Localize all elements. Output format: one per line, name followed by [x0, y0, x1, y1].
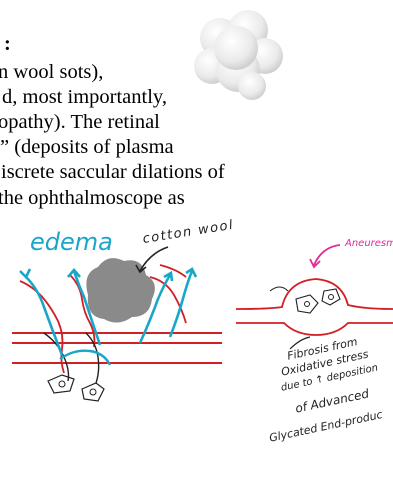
- text-line-5: ” (deposits of plasma: [0, 135, 174, 159]
- text-line-6: iscrete saccular dilations of: [1, 160, 225, 184]
- edema-label: edema: [30, 228, 113, 256]
- text-line-7: the ophthalmoscope as: [0, 186, 185, 210]
- edema-sketch-drawing: [0, 225, 230, 504]
- text-line-2: n wool sots),: [0, 60, 103, 84]
- text-line-1: :: [4, 32, 11, 56]
- text-line-4: opathy). The retinal: [0, 110, 160, 134]
- aneurysm-label: Aneuresm: [345, 238, 393, 249]
- cotton-ball-image: [190, 8, 286, 104]
- text-line-3: d, most importantly,: [2, 85, 167, 109]
